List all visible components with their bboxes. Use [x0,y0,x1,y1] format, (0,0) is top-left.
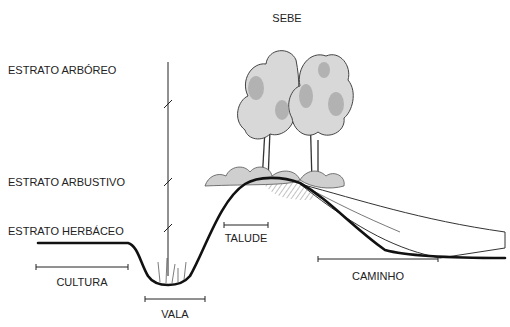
stratum-label: ESTRATO ARBÓREO [8,64,116,76]
zone-label: CAMINHO [352,270,404,282]
zone-label: CULTURA [56,276,107,288]
stratum-label: ESTRATO HERBÁCEO [8,225,124,237]
zone-label: VALA [161,308,188,320]
zone-label: TALUDE [225,232,268,244]
stratum-label: ESTRATO ARBUSTIVO [8,176,125,188]
hedge-label: SEBE [272,12,301,24]
